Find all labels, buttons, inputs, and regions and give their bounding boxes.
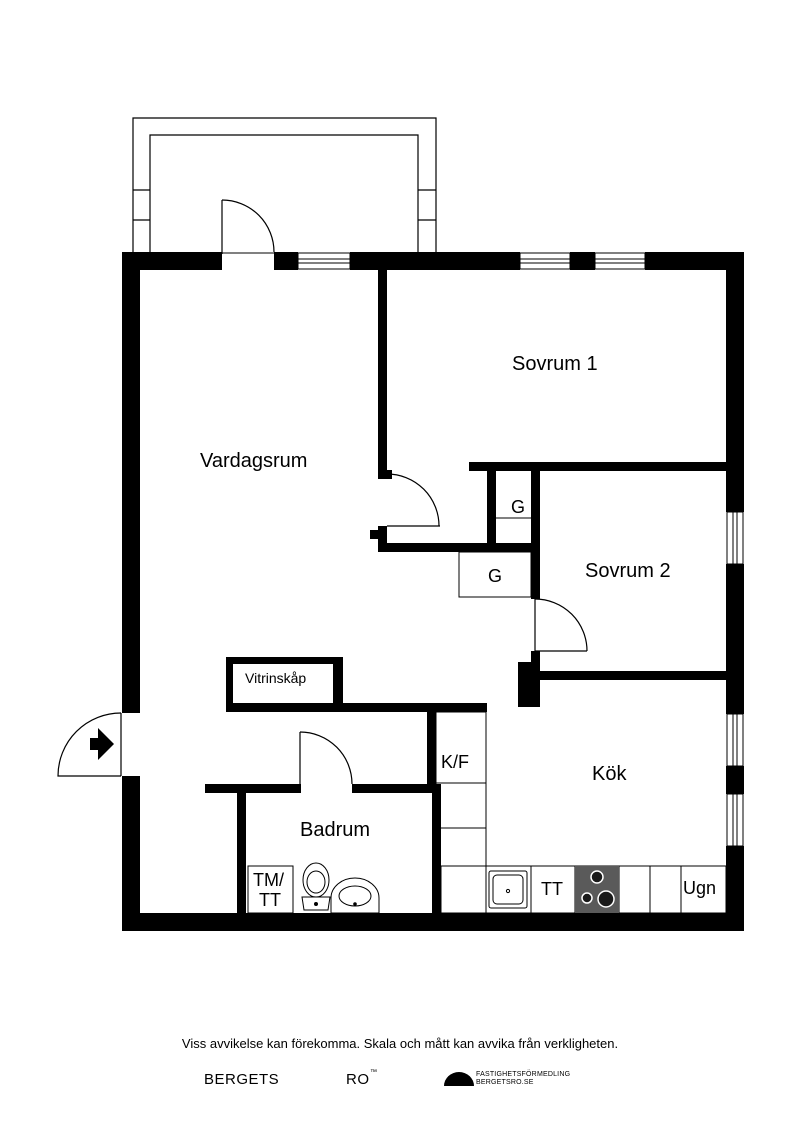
closet-label-1: G xyxy=(511,497,526,517)
doors xyxy=(57,199,588,788)
display-cabinet-label: Vitrinskåp xyxy=(245,670,307,686)
washbasin-icon xyxy=(330,877,380,914)
room-label-badrum: Badrum xyxy=(300,819,371,841)
dishwasher-label: TT xyxy=(541,879,563,899)
sink-icon xyxy=(488,870,528,909)
dryer-label: TT xyxy=(259,890,281,910)
oven-label: Ugn xyxy=(683,878,717,898)
fridge-freezer-label: K/F xyxy=(441,752,470,772)
balcony xyxy=(132,117,437,253)
washing-machine-label: TM/ xyxy=(253,870,284,890)
stove-icon xyxy=(575,866,619,913)
room-label-vardagsrum: Vardagsrum xyxy=(200,450,308,472)
closets xyxy=(458,517,532,598)
disclaimer-text: Viss avvikelse kan förekomma. Skala och … xyxy=(181,1036,619,1051)
room-label-sovrum-2: Sovrum 2 xyxy=(585,560,671,582)
agency-name: FASTIGHETSFÖRMEDLING xyxy=(476,1071,571,1078)
toilet-icon xyxy=(301,862,331,911)
room-label-sovrum-1: Sovrum 1 xyxy=(512,353,598,375)
interior-walls xyxy=(205,270,726,913)
brand-name-right: RO xyxy=(346,1071,370,1088)
closet-label-2: G xyxy=(488,566,503,586)
bathroom-fixtures xyxy=(247,865,294,914)
brand-logo-icon xyxy=(444,1072,474,1086)
windows xyxy=(297,252,744,847)
exterior-walls xyxy=(122,252,744,931)
room-label-kok: Kök xyxy=(592,763,627,785)
brand-trademark: ™ xyxy=(370,1069,378,1076)
agency-website: BERGETSRO.SE xyxy=(476,1079,534,1086)
entrance-arrow-icon xyxy=(90,728,114,760)
brand-name-left: BERGETS xyxy=(204,1071,280,1088)
